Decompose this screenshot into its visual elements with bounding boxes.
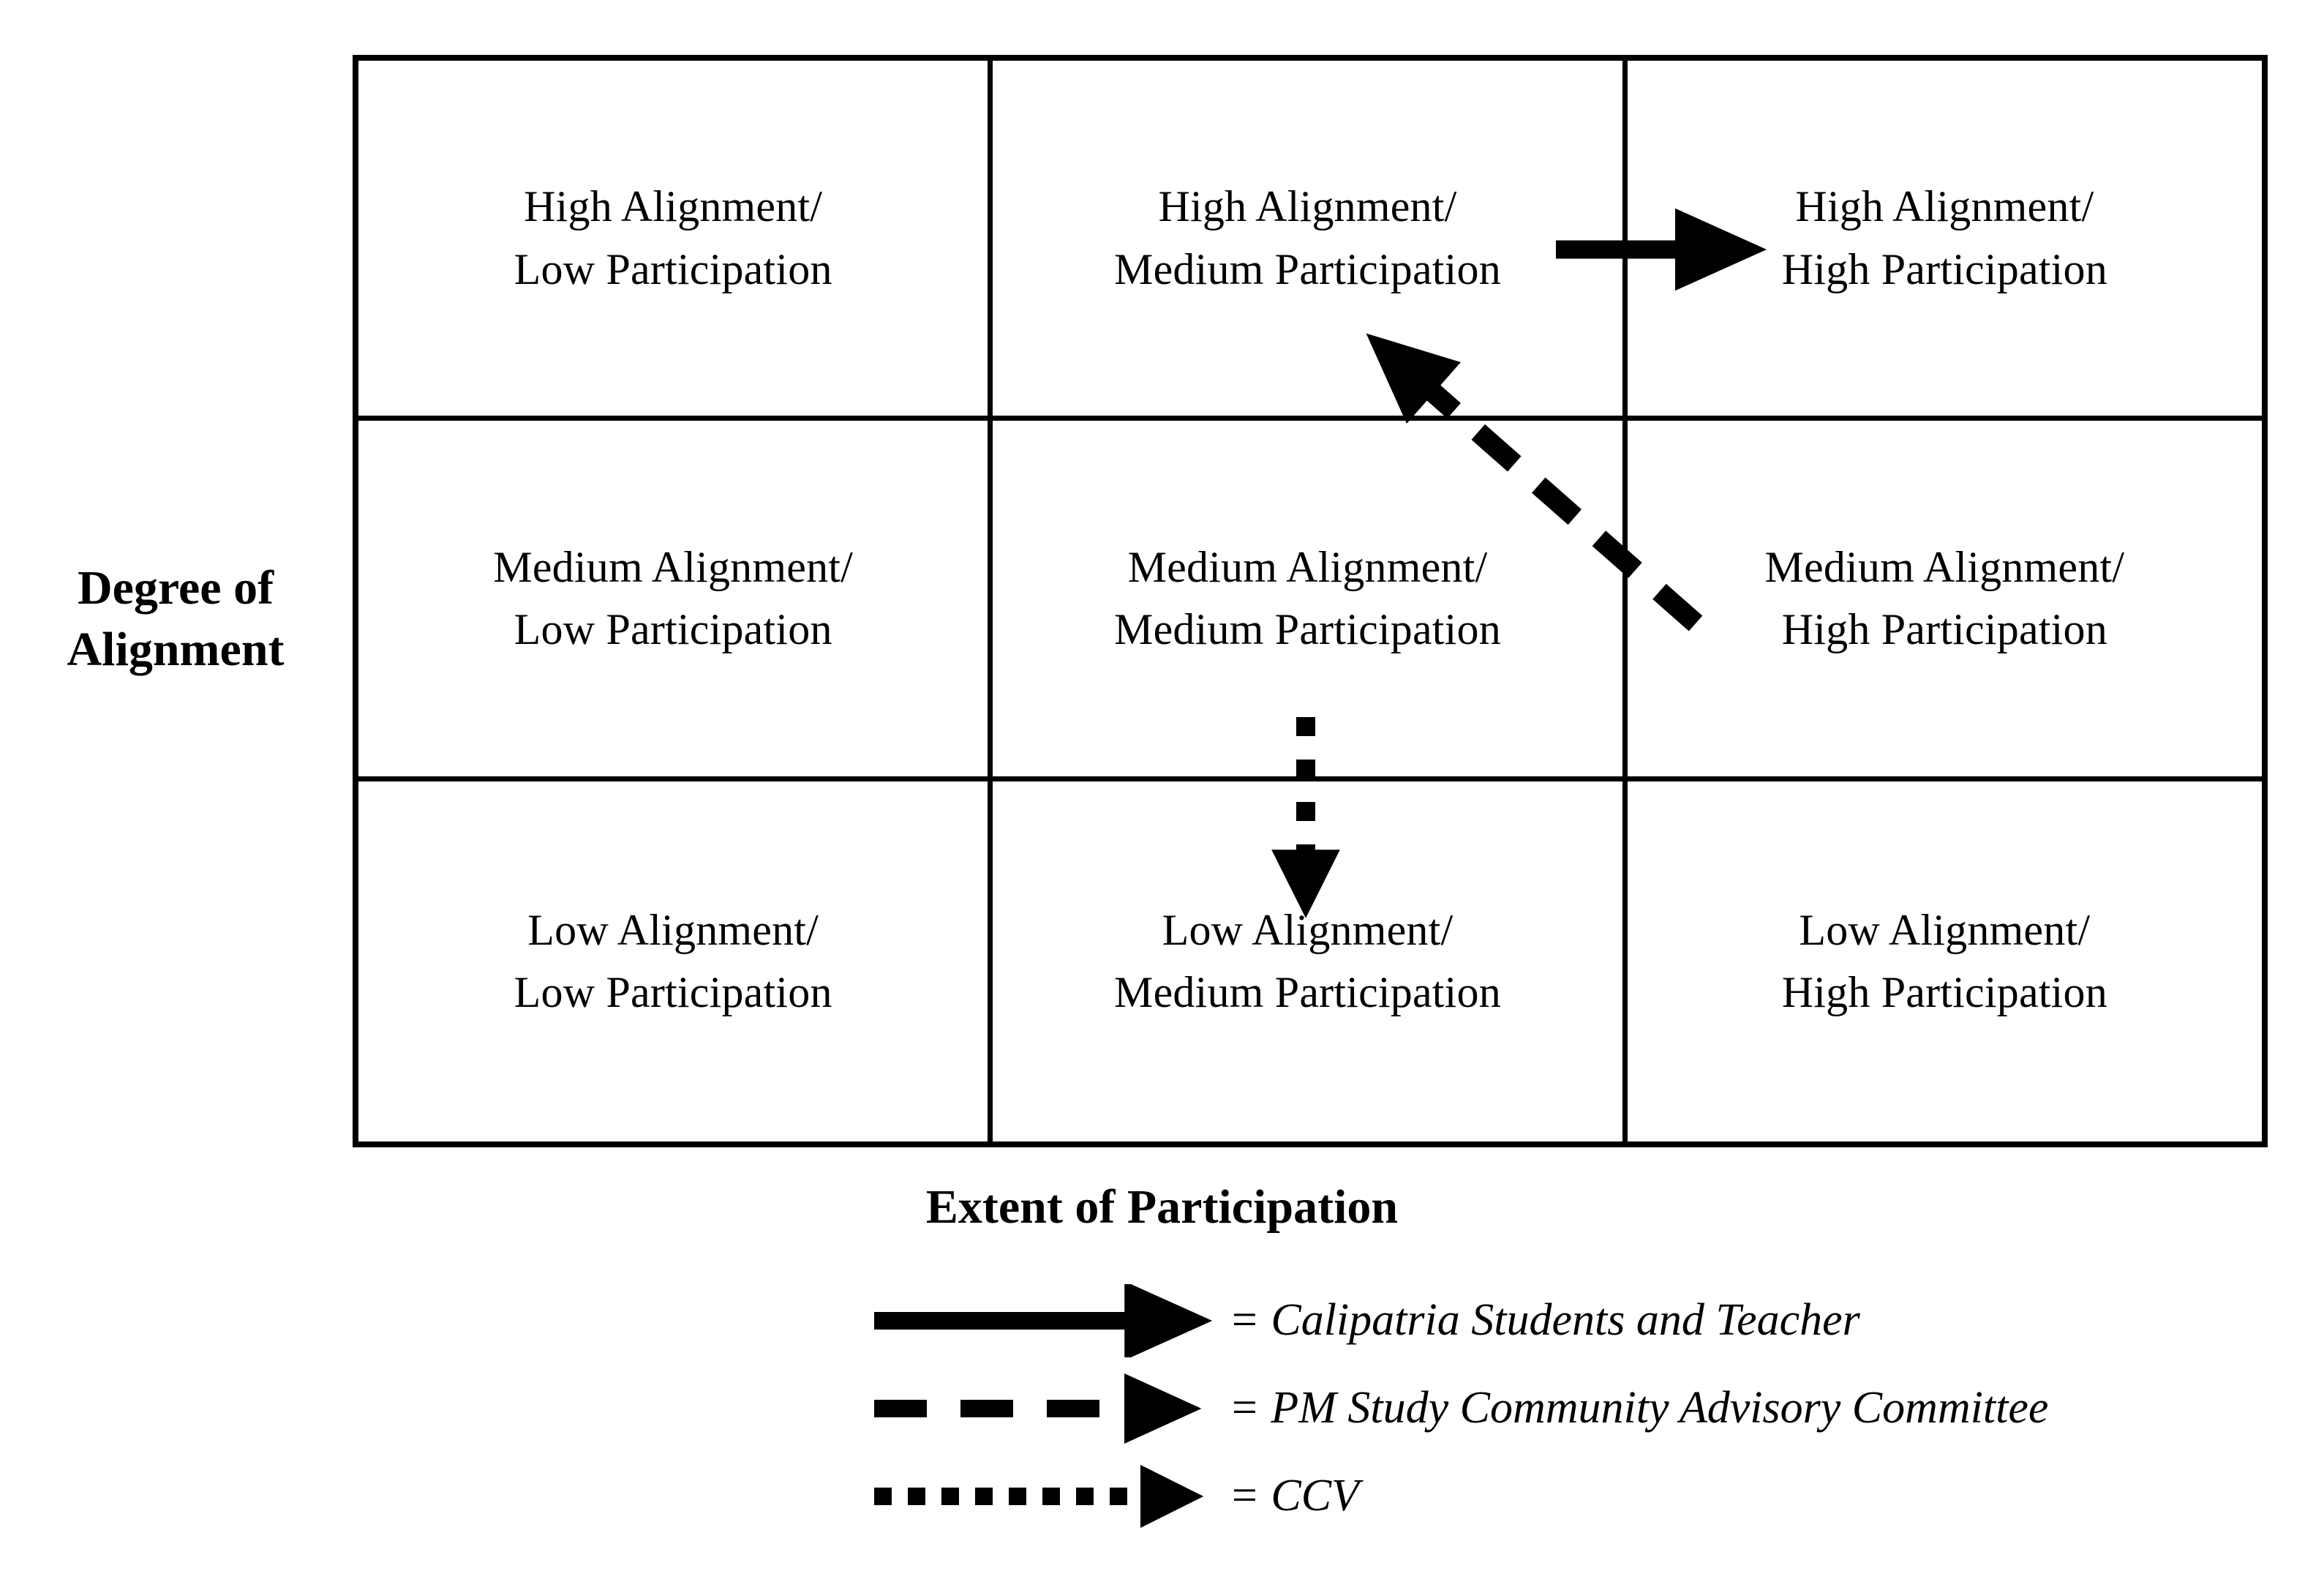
cell-line-2: High Participation: [1781, 604, 2107, 653]
legend-equals: =: [1229, 1383, 1260, 1433]
legend-label-pm-study: = PM Study Community Advisory Committee: [1229, 1375, 2048, 1441]
matrix-cell-medium-medium: Medium Alignment/ Medium Participation: [993, 421, 1628, 781]
cell-line-2: Low Participation: [514, 967, 832, 1016]
cell-line-1: Low Alignment/: [1162, 905, 1454, 954]
solid-arrow-icon: [874, 1284, 1213, 1357]
cell-line-2: High Participation: [1781, 244, 2107, 293]
legend-label-calipatria: = Calipatria Students and Teacher: [1229, 1287, 1860, 1353]
legend-item-calipatria: = Calipatria Students and Teacher: [870, 1284, 2304, 1372]
y-axis-label: Degree of Alignment: [67, 561, 285, 677]
cell-line-2: Medium Participation: [1114, 604, 1501, 653]
legend-equals: =: [1229, 1471, 1260, 1521]
matrix-cell-high-low: High Alignment/ Low Participation: [358, 61, 993, 421]
cell-line-1: Low Alignment/: [527, 905, 819, 954]
matrix-cell-high-high: High Alignment/ High Participation: [1627, 61, 2262, 421]
cell-line-1: Medium Alignment/: [493, 542, 854, 591]
legend: = Calipatria Students and Teacher = PM S…: [870, 1284, 2304, 1548]
legend-item-pm-study: = PM Study Community Advisory Committee: [870, 1372, 2304, 1460]
legend-text-value: Calipatria Students and Teacher: [1271, 1295, 1860, 1345]
cell-line-1: High Alignment/: [1795, 182, 2094, 231]
matrix-cell-high-medium: High Alignment/ Medium Participation: [993, 61, 1628, 421]
alignment-participation-matrix: High Alignment/ Low Participation High A…: [353, 55, 2268, 1147]
cell-line-2: Low Participation: [514, 604, 832, 653]
cell-line-1: High Alignment/: [524, 182, 823, 231]
matrix-cell-medium-high: Medium Alignment/ High Participation: [1627, 421, 2262, 781]
legend-text-value: CCV: [1271, 1471, 1359, 1521]
matrix-cell-low-high: Low Alignment/ High Participation: [1628, 781, 2262, 1141]
cell-line-1: Low Alignment/: [1799, 905, 2091, 954]
legend-item-ccv: = CCV: [870, 1460, 2304, 1548]
cell-line-1: Medium Alignment/: [1764, 542, 2125, 591]
cell-line-2: Low Participation: [514, 244, 832, 293]
dotted-arrow-icon: [874, 1464, 1204, 1529]
cell-line-2: High Participation: [1781, 967, 2107, 1016]
cell-line-2: Medium Participation: [1114, 244, 1501, 293]
cell-line-2: Medium Participation: [1114, 967, 1501, 1016]
x-axis-label: Extent of Participation: [925, 1180, 1399, 1234]
legend-text-value: PM Study Community Advisory Committee: [1271, 1383, 2049, 1433]
dashed-arrow-icon: [874, 1373, 1202, 1444]
matrix-cell-low-low: Low Alignment/ Low Participation: [358, 781, 993, 1141]
legend-equals: =: [1229, 1295, 1260, 1345]
matrix-cell-low-medium: Low Alignment/ Medium Participation: [993, 781, 1628, 1141]
legend-label-ccv: = CCV: [1229, 1463, 1359, 1529]
cell-line-1: Medium Alignment/: [1127, 542, 1488, 591]
cell-line-1: High Alignment/: [1158, 182, 1457, 231]
matrix-cell-medium-low: Medium Alignment/ Low Participation: [358, 421, 993, 781]
